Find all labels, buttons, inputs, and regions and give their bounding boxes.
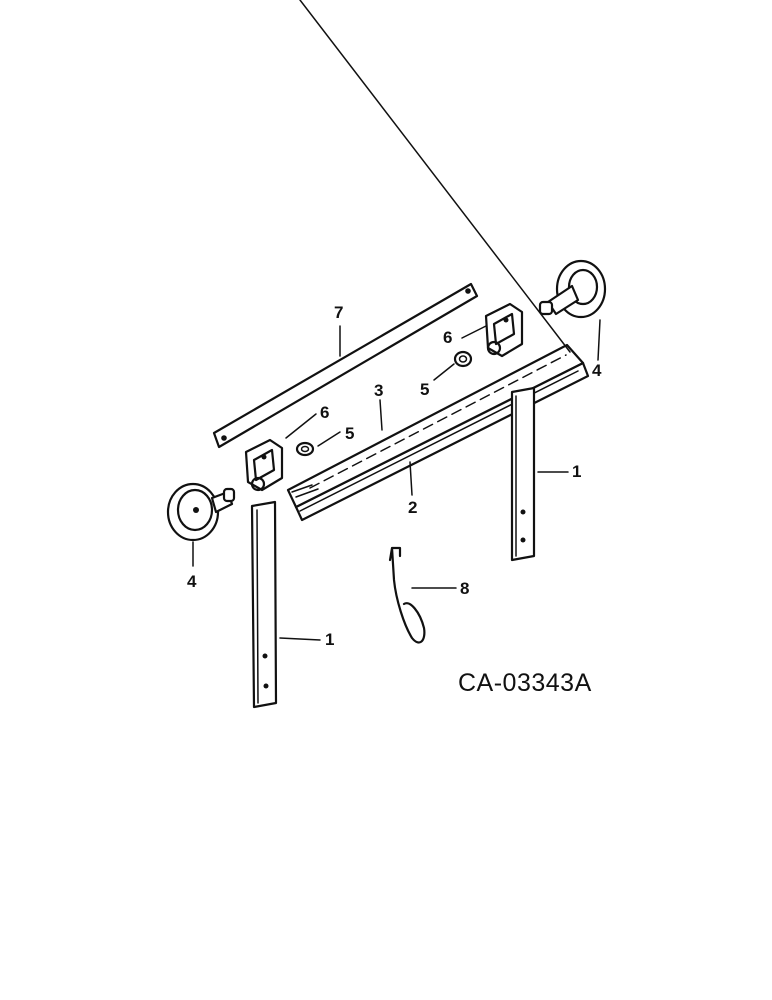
part-6-right-bracket: [484, 302, 524, 358]
drawing-code: CA-03343A: [458, 669, 592, 697]
callout-labels: 7 3 2 6 5 5 6 4 4 1 1 8: [187, 303, 602, 649]
callout-6-left: 6: [320, 403, 329, 422]
callout-1-left: 1: [325, 630, 334, 649]
callout-2: 2: [408, 498, 417, 517]
callout-4-right: 4: [592, 361, 602, 380]
callout-3: 3: [374, 381, 383, 400]
part-2-channel-bar: [286, 0, 590, 522]
callout-5-right: 5: [420, 380, 429, 399]
part-1-left-flat-bar: [250, 500, 278, 709]
part-7-flat-bar: [212, 282, 479, 449]
part-5-right-nut: [453, 350, 473, 368]
part-5-left-nut: [295, 441, 315, 457]
callout-7: 7: [334, 303, 343, 322]
part-1-right-flat-bar: [510, 386, 536, 562]
part-4-right-wheel: [538, 259, 607, 319]
callout-6-right: 6: [443, 328, 452, 347]
callout-1-right: 1: [572, 462, 581, 481]
leader-lines: [192, 319, 601, 641]
part-8-wire-pin: [388, 546, 426, 644]
part-6-left-bracket: [244, 438, 284, 492]
callout-8: 8: [460, 579, 469, 598]
callout-4-left: 4: [187, 572, 197, 591]
callout-5-left: 5: [345, 424, 354, 443]
part-4-left-wheel: [166, 482, 236, 542]
